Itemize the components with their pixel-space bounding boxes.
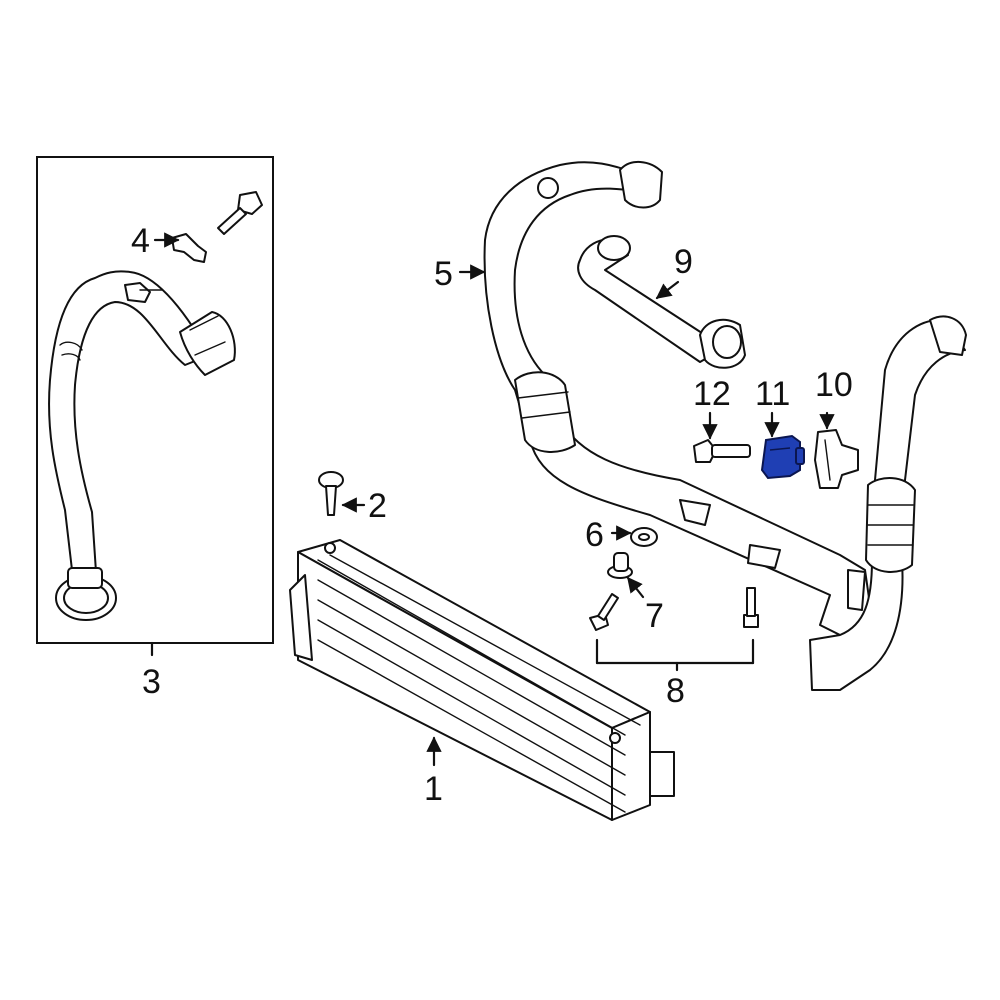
callout-7: 7 <box>645 597 664 635</box>
bolt-12-part[interactable] <box>693 439 751 463</box>
callout-10: 10 <box>815 366 853 404</box>
clamp-4-part[interactable] <box>171 233 207 263</box>
callout-3: 3 <box>142 663 161 701</box>
callout-2: 2 <box>368 487 387 525</box>
hose-3-part[interactable] <box>48 270 236 621</box>
intercooler-1-part[interactable] <box>289 539 675 821</box>
pipe-5-right-part[interactable] <box>809 315 967 691</box>
inset-box <box>36 156 274 644</box>
grommet-7-part[interactable] <box>607 552 633 579</box>
callout-9: 9 <box>674 243 693 281</box>
bolt-8-right-part[interactable] <box>743 587 759 628</box>
sensor-11-highlighted-part[interactable] <box>760 434 805 480</box>
callout-1: 1 <box>424 770 443 808</box>
hose-9-part[interactable] <box>577 235 746 369</box>
pipe-5-part[interactable] <box>483 161 871 641</box>
screw-2-part[interactable] <box>318 471 344 516</box>
callout-12: 12 <box>693 375 731 413</box>
bolt-8-left-part[interactable] <box>589 593 619 631</box>
washer-6-part[interactable] <box>630 527 658 547</box>
callout-4: 4 <box>131 222 150 260</box>
leader-lines <box>150 232 835 767</box>
callout-5: 5 <box>434 255 453 293</box>
callout-8: 8 <box>666 672 685 710</box>
callout-11: 11 <box>755 375 790 413</box>
bracket-10-part[interactable] <box>814 429 859 489</box>
callout-6: 6 <box>585 516 604 554</box>
bolt-inset-part[interactable] <box>217 191 263 235</box>
